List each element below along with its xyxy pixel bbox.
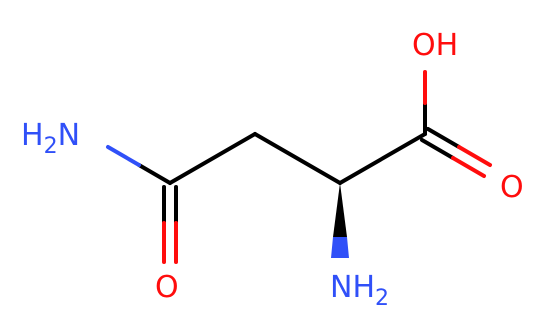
amine-nitrogen-label: NH2 <box>330 270 389 311</box>
bond-acid-co-a-o <box>457 145 492 167</box>
bond-c3-c4 <box>338 132 427 185</box>
amide-oxygen-label: O <box>155 270 179 305</box>
amide-nitrogen-label: H2N <box>21 118 80 159</box>
carbon-bonds <box>168 132 427 185</box>
bond-acid-co-b-o <box>451 156 486 178</box>
bond-c2-c3 <box>253 132 342 185</box>
bond-acid-co-b <box>420 138 455 160</box>
oh-label: OH <box>412 28 458 63</box>
bond-amide-cn <box>137 163 172 185</box>
carboxyl-group <box>420 70 492 178</box>
bond-amide-cn-n <box>106 145 141 167</box>
wedge-bond-alpha-amine-n <box>331 237 349 258</box>
wedge-bond-alpha-amine <box>333 183 347 237</box>
bond-c1-c2 <box>168 132 257 185</box>
acid-oxygen-label: O <box>500 170 524 205</box>
amide-group <box>106 145 178 264</box>
bond-acid-co-a <box>426 127 461 149</box>
